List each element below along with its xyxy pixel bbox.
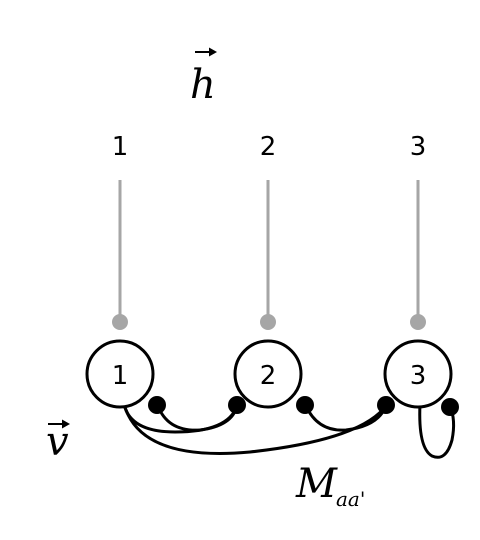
coupling-self-loop-3 — [418, 403, 456, 459]
hidden-vector-letter: h — [190, 62, 216, 108]
visible-unit-3: 3 — [383, 339, 453, 409]
coupling-curve-1-2 — [156, 405, 239, 432]
coupling-curve-1-3 — [122, 403, 388, 455]
visible-unit-1: 1 — [85, 339, 155, 409]
visible-vector-arrow-icon — [48, 419, 70, 429]
coupling-matrix-label: M aa' — [295, 461, 365, 511]
visible-unit-3-label: 3 — [410, 361, 427, 391]
hidden-connector-1-dot — [112, 314, 128, 330]
coupling-label-base: M — [295, 461, 338, 507]
visible-vector-letter: v — [46, 419, 69, 465]
coupling-dot-4 — [377, 396, 395, 414]
coupling-dots — [148, 396, 459, 416]
hidden-unit-3-label: 3 — [410, 132, 427, 162]
coupling-dot-2 — [228, 396, 246, 414]
hidden-vector-label: h — [190, 47, 217, 108]
hidden-connector-2-dot — [260, 314, 276, 330]
coupling-label-subscript: aa' — [336, 487, 365, 511]
hidden-vector-arrow-icon — [195, 47, 217, 57]
visible-unit-2: 2 — [233, 339, 303, 409]
coupling-dot-5 — [441, 398, 459, 416]
coupling-curve-2-3 — [304, 405, 388, 432]
coupling-curves — [122, 403, 456, 459]
visible-vector-label: v — [46, 419, 70, 465]
coupling-dot-3 — [296, 396, 314, 414]
visible-unit-2-label: 2 — [260, 361, 277, 391]
hidden-connector-3-dot — [410, 314, 426, 330]
hidden-unit-1-label: 1 — [112, 132, 129, 162]
hidden-unit-2-label: 2 — [260, 132, 277, 162]
coupling-dot-1 — [148, 396, 166, 414]
hidden-connectors — [112, 180, 426, 330]
visible-unit-1-label: 1 — [112, 361, 129, 391]
